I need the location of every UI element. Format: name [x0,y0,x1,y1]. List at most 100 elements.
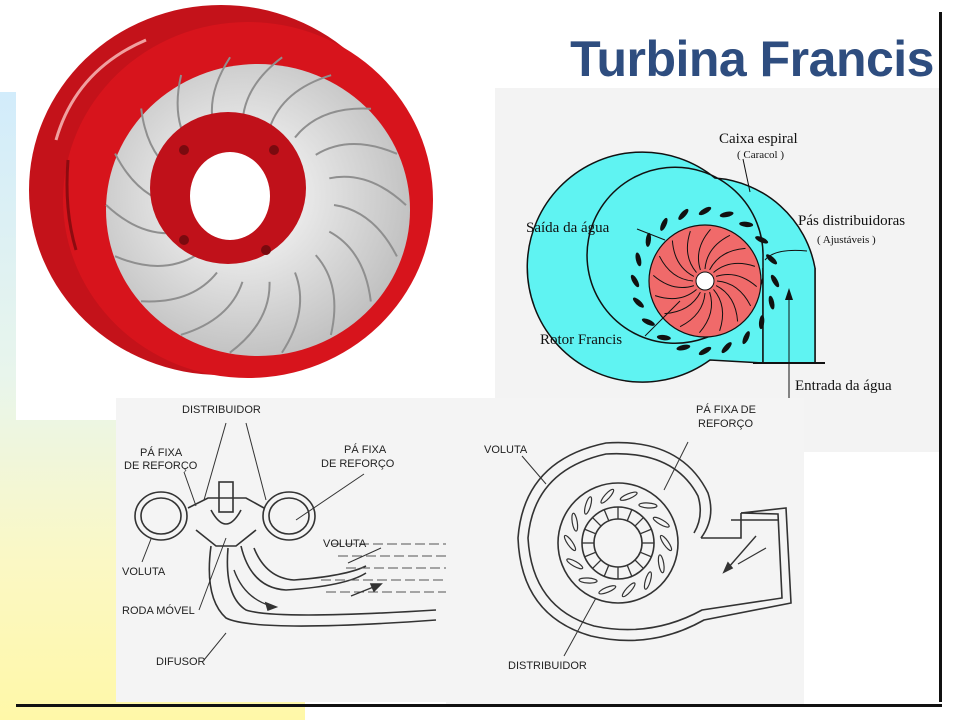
spiral-drawing [526,151,825,400]
guide-vane [721,342,732,354]
label-ajustaveis: ( Ajustáveis ) [817,234,876,246]
rotor-blade [713,262,756,273]
volute-guide-vanes [563,488,673,598]
guide-vane [660,217,668,231]
runner-blade [329,175,407,206]
volute-guide-vane [619,491,638,501]
volute-guide-vane [578,577,598,584]
rotor-blade [658,255,694,282]
guide-vane [645,232,652,247]
volute-guide-vane [638,502,658,509]
label-rotor-francis: Rotor Francis [540,332,623,348]
volute-runner-blade [592,559,602,569]
volute-runner-blade [634,559,644,569]
runner-blades [105,56,407,354]
volute-runner-blade [592,517,602,527]
guide-vane [770,274,780,288]
label-entrada-agua: Entrada da água [795,378,892,394]
label-pa-fixa-plan-1: PÁ FIXA DE [696,404,756,416]
volute-runner-blade [639,551,652,558]
guide-vane [768,295,775,310]
runner-blade [268,74,332,129]
volute-runner-blade [634,517,644,527]
rotor-blade [697,228,711,271]
rotor-blades [652,228,758,334]
guide-vane [719,211,734,218]
guide-vane [635,252,642,267]
rotor-blade [671,240,695,277]
guide-vane [698,346,712,356]
guide-vane [755,236,769,244]
rotor-blade [715,273,758,287]
volute-drawing [517,441,792,657]
frame-right-border [939,12,942,702]
label-pa-fixa-left-2: DE REFORÇO [124,460,198,472]
volute-runner-blade [626,564,633,577]
runner-hub-bore [190,152,270,240]
label-pas-distribuidoras: Pás distribuidoras [798,213,906,229]
volute-runner-blade [603,564,610,577]
section-drawing [134,422,446,661]
label-voluta-section-left: VOLUTA [122,566,166,578]
runner-blade [294,107,372,139]
volute-runner-blade [639,528,652,535]
rotor-blade [654,289,697,300]
guide-vane [676,344,691,351]
rotor-blade [664,291,701,315]
rotor-blade [679,292,706,328]
frame-bottom-border [16,704,942,707]
guide-vane [656,334,671,341]
guide-vane [739,221,754,228]
label-pa-fixa-right-1: PÁ FIXA [344,444,387,456]
label-pa-fixa-right-2: DE REFORÇO [321,458,395,470]
runner-blade [281,272,302,354]
volute-plan-diagram: VOLUTA PÁ FIXA DE REFORÇO DISTRIBUIDOR [446,398,804,704]
rotor-blade [716,280,752,307]
volute-guide-vane [566,558,584,570]
label-saida-agua: Saída da água [526,220,610,236]
rotor-blade [699,291,713,334]
volute-guide-vane [563,534,577,552]
label-pa-fixa-plan-2: REFORÇO [698,418,753,430]
volute-guide-vane [652,516,670,528]
label-voluta-plan: VOLUTA [484,444,528,456]
guide-vane [630,274,640,288]
volute-guide-vane [657,554,665,574]
cross-section-diagram: DISTRIBUIDOR PÁ FIXA DE REFORÇO PÁ FIXA … [116,398,446,702]
runner-drawing [29,5,433,378]
runner-blade [315,254,336,336]
label-difusor: DIFUSOR [156,656,206,668]
runner-blade [315,143,398,156]
guide-vane [641,318,655,326]
rotor-blade [704,234,731,270]
runner-blade [114,254,197,267]
volute-guide-vane [600,488,615,504]
rotor-blade [715,285,739,322]
volute-guide-vane [583,496,593,515]
runner-blade [180,281,244,336]
volute-guide-vane [643,571,653,590]
rotor-blade [713,289,724,332]
label-distribuidor-section: DISTRIBUIDOR [182,404,261,416]
panel-extension [804,400,939,452]
volute-guide-vane [659,534,673,552]
rotor-blade [709,247,746,271]
runner-blade [333,204,398,257]
francis-runner-image [16,0,486,420]
volute-guide-vane [598,585,617,595]
volute-runner-blade [603,509,610,522]
rotor-blade [686,230,697,273]
guide-vane [698,206,712,216]
label-caracol: ( Caracol ) [737,149,785,161]
volute-runner-blade [584,528,597,535]
guide-vane [632,297,644,308]
volute-runner-blades [582,507,654,579]
runner-blade [229,281,271,354]
label-pa-fixa-left-1: PÁ FIXA [140,447,183,459]
label-caixa-espiral: Caixa espiral [719,131,798,147]
label-voluta-section-right: VOLUTA [323,538,367,550]
volute-runner-blade [626,509,633,522]
runner-blade [140,271,218,303]
spiral-casing-diagram: Caixa espiral ( Caracol ) Pás distribuid… [495,88,939,400]
runner-blade [328,230,372,302]
